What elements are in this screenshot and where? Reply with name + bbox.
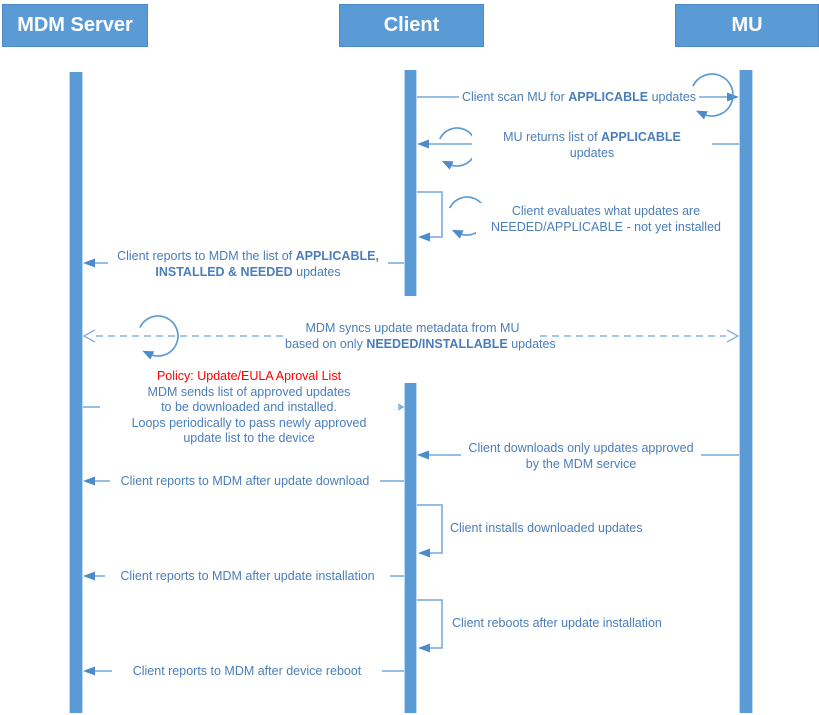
message-label-returns: MU returns list of APPLICABLE updates [472,129,712,161]
lifeline-bar-client-1 [404,70,417,296]
message-label-report-install: Client reports to MDM after update insta… [105,568,390,584]
arrowhead-icon [83,666,95,676]
message-label-scan: Client scan MU for APPLICABLE updates [459,89,699,105]
message-label-reboots: Client reboots after update installation [452,615,682,631]
message-label-report-reboot: Client reports to MDM after device reboo… [112,663,382,679]
arrowhead-icon [418,232,430,242]
loop-arrowhead-icon [441,160,454,170]
message-label-downloads: Client downloads only updates approved b… [461,440,701,472]
loop-arrowhead-icon [695,110,708,120]
message-label-report-list: Client reports to MDM the list of APPLIC… [108,248,388,280]
arrowhead-icon [417,139,429,149]
open-arrowhead-left-icon [82,329,96,343]
message-label-sync: MDM syncs update metadata from MU based … [285,320,556,352]
self-bracket [417,504,443,554]
message-label-policy: Policy: Update/EULA Aproval List MDM sen… [100,369,398,447]
actor-header-mu: MU [675,4,819,47]
self-message-reboots [417,599,443,653]
self-bracket [417,599,443,649]
loop-icon [692,73,734,117]
lifeline-bar-mdm [69,72,83,713]
open-arrowhead-right-icon [726,329,740,343]
message-label-evaluates: Client evaluates what updates are NEEDED… [476,203,736,235]
self-bracket [417,191,443,238]
loop-arrowhead-icon [451,229,464,239]
arrowhead-icon [418,643,430,653]
arrowhead-icon [418,548,430,558]
actor-header-client: Client [339,4,484,47]
message-label-installs: Client installs downloaded updates [450,520,670,536]
lifeline-bar-client-2 [404,383,417,713]
arrowhead-icon [83,571,95,581]
loop-icon [439,127,477,167]
arrowhead-icon [83,258,95,268]
self-message-installs [417,504,443,558]
policy-heading: Policy: Update/EULA Aproval List [156,369,342,383]
actor-header-mdm-server: MDM Server [2,4,148,47]
arrowhead-icon [83,476,95,486]
loop-arrowhead-icon [142,350,155,360]
lifeline-bar-mu [739,70,753,713]
loop-icon [139,315,179,357]
arrowhead-icon [417,450,429,460]
message-label-report-download: Client reports to MDM after update downl… [110,473,380,489]
